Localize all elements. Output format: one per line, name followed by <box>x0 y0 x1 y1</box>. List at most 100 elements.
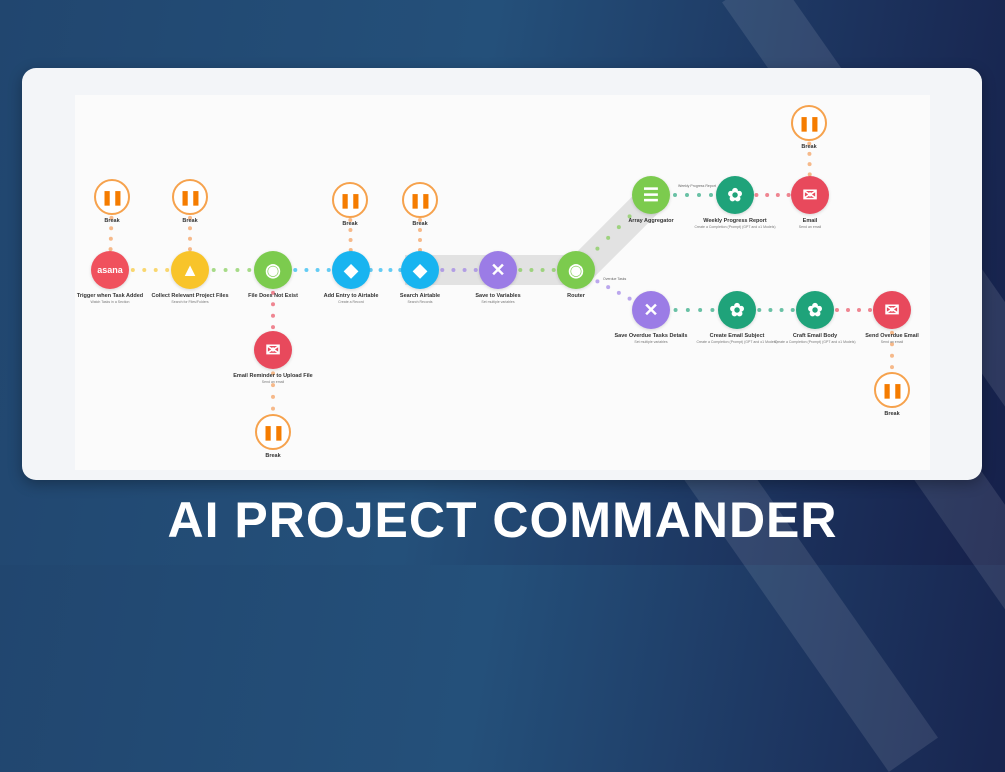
module-subtitle: Create a Completion (Prompt) (GPT and o1… <box>694 225 776 229</box>
module-title: Add Entry to Airtable <box>323 293 379 299</box>
module-email2[interactable]: ✉ <box>873 291 911 329</box>
connection-dot <box>518 268 523 272</box>
connection-dot <box>108 236 113 241</box>
module-subtitle: Create a Completion (Prompt) (GPT and o1… <box>774 340 856 344</box>
connection-dot <box>235 268 240 272</box>
module-subtitle: Send an email <box>880 340 904 344</box>
router-icon: ◉ <box>265 259 281 280</box>
connection-dot <box>765 193 770 197</box>
connection-dot <box>606 285 611 290</box>
module-setvars[interactable]: ✕ <box>479 251 517 289</box>
module-title: Email Reminder to Upload File <box>233 373 313 379</box>
google-drive-icon: ▲ <box>181 259 199 280</box>
openai-icon: ✿ <box>729 299 745 320</box>
break-label: Break <box>342 221 358 227</box>
route-label: Overdue Tasks <box>603 277 627 281</box>
connection-dot <box>188 247 192 252</box>
connection-dot <box>606 235 611 240</box>
connection-dot <box>698 308 703 312</box>
connection-dot <box>109 226 114 231</box>
connection-dot <box>616 225 621 230</box>
connection-dot <box>271 302 275 307</box>
connection-dot <box>348 218 353 222</box>
email-icon: ✉ <box>265 339 281 360</box>
connection-dot <box>418 218 422 222</box>
module-title: Save Overdue Tasks Details <box>614 333 688 339</box>
module-weekly[interactable]: ✿ <box>716 176 754 214</box>
connection-dot <box>673 308 678 312</box>
module-drive[interactable]: ▲ <box>171 251 209 289</box>
module-subtitle: Send an email <box>261 380 285 384</box>
connection-dot <box>271 290 275 295</box>
connection-dot <box>540 268 545 272</box>
break-label: Break <box>412 221 428 227</box>
connection-dot <box>595 279 600 284</box>
break-module[interactable]: ❚❚ <box>791 105 827 141</box>
module-agg[interactable]: ☰ <box>632 176 670 214</box>
pause-icon: ❚❚ <box>798 114 820 131</box>
module-asana[interactable]: asana <box>91 251 129 289</box>
connection-dot <box>757 308 762 312</box>
connection-dot <box>709 193 713 197</box>
module-subtitle: Set multiple variables <box>481 300 515 304</box>
module-at_search[interactable]: ◆ <box>401 251 439 289</box>
connection-dot <box>188 236 192 241</box>
connection-dot <box>378 268 383 272</box>
connection-dot <box>326 268 331 272</box>
connection-dot <box>786 193 791 197</box>
scenario-canvas[interactable]: Weekly Progress Report Overdue Tasks asa… <box>75 95 930 470</box>
module-title: Router <box>567 293 585 299</box>
connection-dot <box>790 308 795 312</box>
connection-dot <box>247 268 252 272</box>
module-title: File Does Not Exist <box>248 293 298 299</box>
break-module[interactable]: ❚❚ <box>402 182 438 218</box>
break-label: Break <box>104 218 120 224</box>
connection-dot <box>188 215 192 220</box>
connection-dot <box>271 394 275 399</box>
connection-dot <box>697 193 701 197</box>
route-highlight <box>405 184 666 285</box>
module-title: Collect Relevant Project Files <box>151 293 229 299</box>
connection-dot <box>348 228 353 232</box>
module-at_add[interactable]: ◆ <box>332 251 370 289</box>
module-title: Array Aggregator <box>628 218 674 224</box>
tools-icon: ✕ <box>643 299 659 320</box>
connection-dot <box>595 246 600 251</box>
module-subject[interactable]: ✿ <box>718 291 756 329</box>
break-module[interactable]: ❚❚ <box>94 179 130 215</box>
page-title: AI PROJECT COMMANDER <box>167 492 838 548</box>
break-module[interactable]: ❚❚ <box>874 372 910 408</box>
module-email1[interactable]: ✉ <box>791 176 829 214</box>
module-title: Craft Email Body <box>792 333 838 339</box>
pause-icon: ❚❚ <box>339 191 361 208</box>
module-router[interactable]: ◉ <box>557 251 595 289</box>
connection-dot <box>211 268 216 272</box>
break-module[interactable]: ❚❚ <box>172 179 208 215</box>
connection-dot <box>835 308 839 312</box>
module-body[interactable]: ✿ <box>796 291 834 329</box>
module-reminder[interactable]: ✉ <box>254 331 292 369</box>
module-label: Array Aggregator <box>628 218 673 224</box>
module-title: Save to Variables <box>475 293 521 299</box>
connection-dot <box>775 193 780 197</box>
openai-icon: ✿ <box>807 299 823 320</box>
module-label: Router <box>567 293 585 299</box>
break-label: Break <box>265 453 281 459</box>
module-subtitle: Send an email <box>798 225 822 229</box>
connection-dot <box>890 342 894 347</box>
module-filter[interactable]: ◉ <box>254 251 292 289</box>
connection-dot <box>315 268 320 272</box>
module-subtitle: Create a Completion (Prompt) (GPT and o1… <box>696 340 778 344</box>
break-label: Break <box>182 218 198 224</box>
connection-dot <box>616 290 621 295</box>
break-module[interactable]: ❚❚ <box>332 182 368 218</box>
connection-dot <box>109 215 114 220</box>
break-module[interactable]: ❚❚ <box>255 414 291 450</box>
module-overdue[interactable]: ✕ <box>632 291 670 329</box>
module-title: Send Overdue Email <box>865 333 919 339</box>
